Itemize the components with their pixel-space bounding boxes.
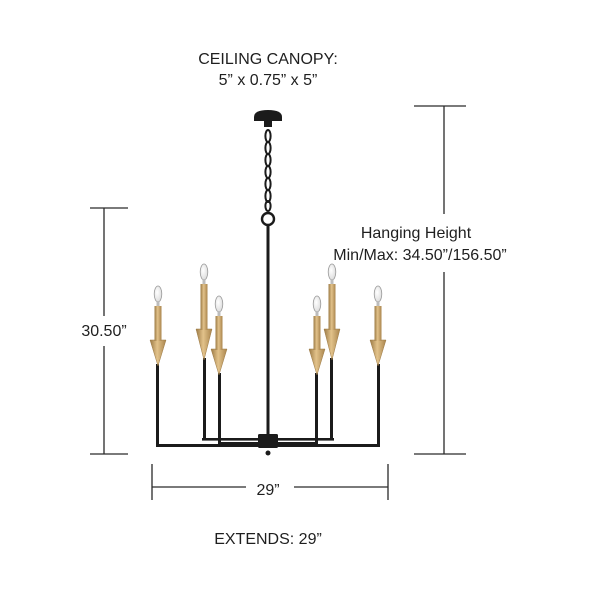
width-label: 29” <box>256 482 279 499</box>
chain <box>264 129 272 212</box>
upright-4 <box>315 373 318 444</box>
canopy-neck <box>264 121 272 127</box>
bulb-icon <box>199 263 209 281</box>
candle-arm-5 <box>323 263 341 361</box>
candle-arm-4 <box>308 295 326 376</box>
upright-2 <box>203 358 206 440</box>
body-height-label: 30.50” <box>81 323 126 340</box>
hanging-height-range: Min/Max: 34.50”/156.50” <box>333 247 506 264</box>
hanging-height-title: Hanging Height <box>361 225 472 242</box>
bulb-icon <box>327 263 337 281</box>
ceiling-canopy <box>254 110 282 121</box>
center-stem <box>266 225 270 435</box>
bulb-icon <box>214 295 224 313</box>
hanging-height-dimension <box>414 105 466 455</box>
extends-label: EXTENDS: 29” <box>214 531 322 548</box>
arm-uprights <box>156 358 380 447</box>
bulb-icon <box>312 295 322 313</box>
upright-5 <box>330 358 333 440</box>
bulb-icon <box>373 285 383 303</box>
candle-arm-1 <box>149 285 167 367</box>
canopy-title: CEILING CANOPY: <box>198 51 338 68</box>
candle-arm-2 <box>195 263 213 361</box>
upright-3 <box>218 373 221 444</box>
lower-arms <box>156 438 380 447</box>
body-height-dimension <box>90 207 128 455</box>
hub-finial <box>265 450 271 456</box>
upright-6 <box>377 364 380 447</box>
loop-ring <box>260 211 276 227</box>
bulb-icon <box>153 285 163 303</box>
candle-arm-3 <box>210 295 228 376</box>
candle-arm-6 <box>369 285 387 367</box>
width-dimension <box>151 464 389 500</box>
canopy-size: 5” x 0.75” x 5” <box>219 72 318 89</box>
upright-1 <box>156 364 159 447</box>
chandelier-fixture <box>149 110 387 456</box>
center-hub <box>258 434 278 448</box>
